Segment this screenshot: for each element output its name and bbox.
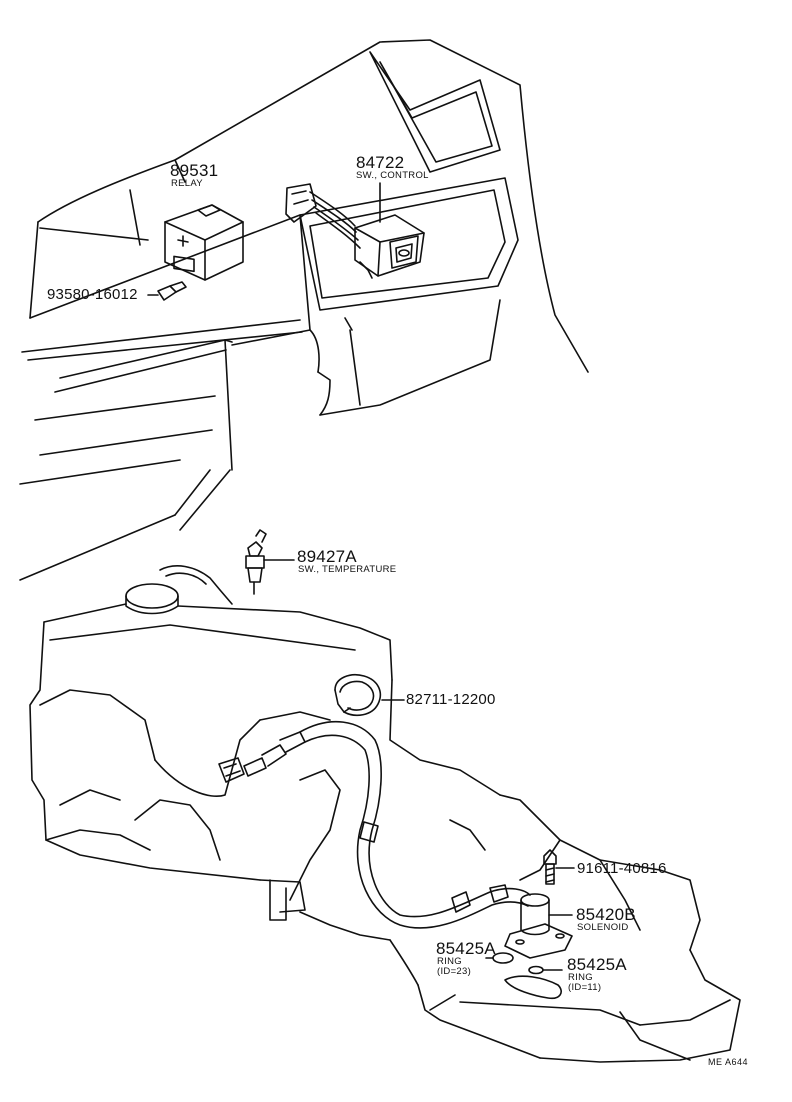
relay-part: [164, 204, 244, 281]
transmission-housing: [299, 794, 741, 1063]
clamp-part: [334, 674, 405, 717]
solenoid-part-number: 85420B: [576, 905, 636, 924]
ring-small-size: (ID=11): [568, 982, 602, 993]
control-switch-part-number: 84722: [356, 153, 405, 172]
screw-part-number: 93580-16012: [47, 286, 138, 303]
screw-part: [147, 281, 187, 301]
relay-part-number: 89531: [170, 161, 219, 180]
temperature-switch-part-name: SW., TEMPERATURE: [298, 564, 397, 575]
control-switch-part: [285, 182, 425, 279]
ring-small-part-number: 85425A: [567, 955, 627, 974]
solenoid-cable: [218, 720, 531, 929]
clamp-part-number: 82711-12200: [406, 691, 496, 708]
ring-parts: [485, 952, 563, 1000]
ring-large-part-name: RING: [437, 956, 462, 967]
ring-large-size: (ID=23): [437, 966, 472, 977]
temperature-switch-part: [245, 529, 295, 595]
engine-block: [29, 565, 501, 921]
relay-part-name: RELAY: [171, 178, 203, 189]
bolt-part-number: 91611-40816: [577, 860, 667, 877]
temperature-switch-part-number: 89427A: [297, 547, 357, 566]
solenoid-part: [504, 893, 573, 959]
instrument-panel-outline: [19, 39, 589, 581]
control-switch-part-name: SW., CONTROL: [356, 170, 429, 181]
ring-small-part-name: RING: [568, 972, 593, 983]
drawing-code: ME A644: [708, 1057, 749, 1067]
bolt-part: [543, 849, 575, 885]
ring-large-part-number: 85425A: [436, 939, 496, 958]
solenoid-part-name: SOLENOID: [577, 922, 629, 933]
